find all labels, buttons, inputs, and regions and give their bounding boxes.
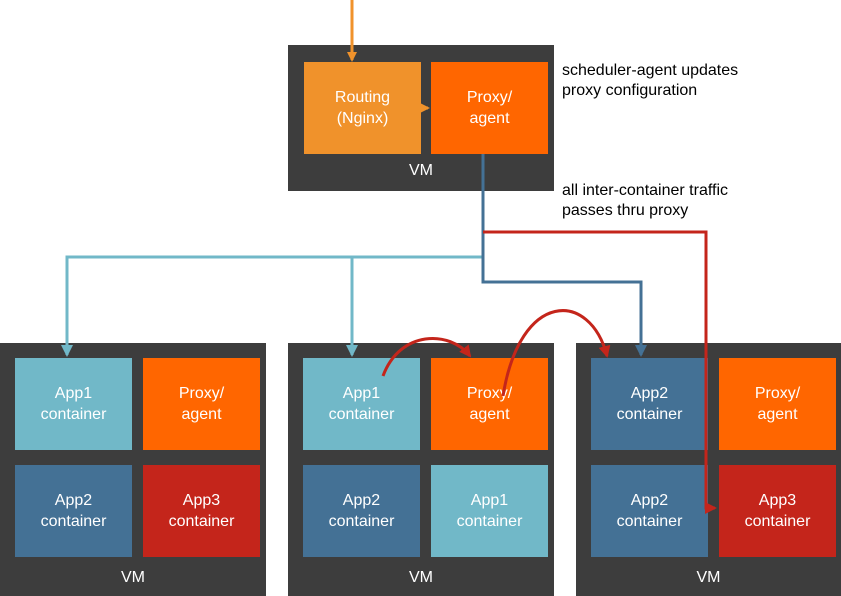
vm1-proxy-agent: Proxy/ agent — [143, 358, 260, 450]
routing-nginx-box: Routing (Nginx) — [304, 62, 421, 154]
vm2-app2-container: App2 container — [303, 465, 420, 557]
vm-3: App2 container Proxy/ agent App2 contain… — [576, 343, 841, 596]
vm3-label: VM — [696, 569, 721, 586]
vm3-proxy-agent: Proxy/ agent — [719, 358, 836, 450]
top-vm-label: VM — [409, 162, 433, 179]
vm3-app2-container: App2 container — [591, 358, 708, 450]
vm2-label: VM — [409, 569, 433, 586]
vm2-proxy-agent: Proxy/ agent — [431, 358, 548, 450]
vm1-app2-container: App2 container — [15, 465, 132, 557]
vm3-app3-container: App3 container — [719, 465, 836, 557]
vm1-app1-container: App1 container — [15, 358, 132, 450]
vm-2: App1 container Proxy/ agent App2 contain… — [288, 343, 554, 596]
traffic-note: all inter-container traffic passes thru … — [562, 182, 728, 219]
vm-1: App1 container Proxy/ agent App2 contain… — [0, 343, 266, 596]
vm3-app2-container-2: App2 container — [591, 465, 708, 557]
vm1-app3-container: App3 container — [143, 465, 260, 557]
vm1-label: VM — [121, 569, 145, 586]
top-proxy-agent-box: Proxy/ agent — [431, 62, 548, 154]
vm2-app1-container: App1 container — [303, 358, 420, 450]
vm2-app1-container-2: App1 container — [431, 465, 548, 557]
scheduler-note: scheduler-agent updates proxy configurat… — [562, 62, 739, 99]
top-vm: Routing (Nginx) Proxy/ agent VM — [288, 45, 554, 191]
